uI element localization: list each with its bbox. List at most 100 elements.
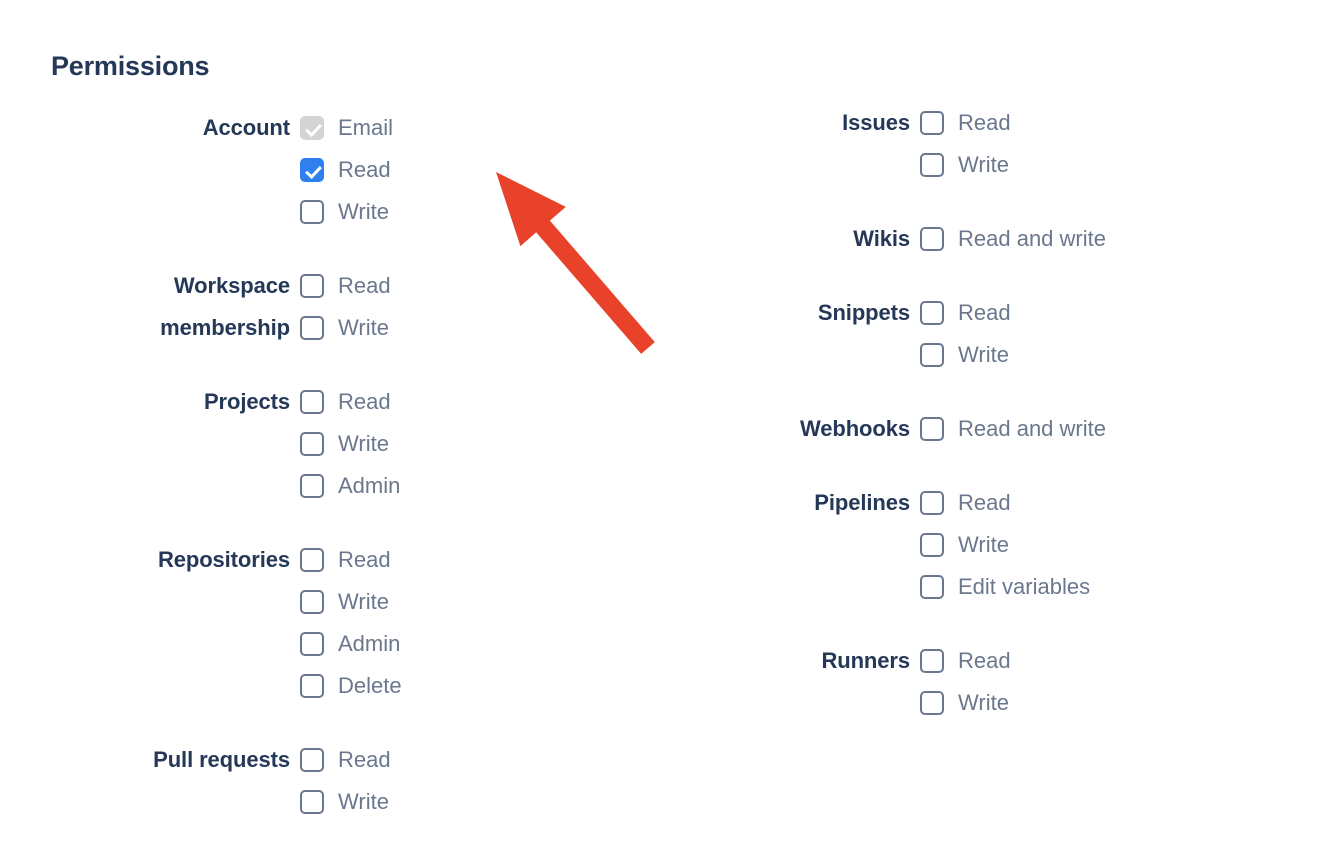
permission-option-label: Write xyxy=(338,789,389,814)
permission-option-row[interactable]: Write xyxy=(300,423,400,465)
permission-option-row[interactable]: Admin xyxy=(300,623,402,665)
checkbox-write-icon[interactable] xyxy=(920,533,944,557)
checkbox-admin-icon[interactable] xyxy=(300,474,324,498)
permission-option-row[interactable]: Write xyxy=(920,334,1011,376)
checkbox-write-icon[interactable] xyxy=(300,316,324,340)
permission-option-label: Write xyxy=(338,315,389,340)
permission-group-wikis: Wikis Read and write xyxy=(580,218,1106,260)
permission-option-row[interactable]: Read xyxy=(300,539,402,581)
permission-option-list: Read and write xyxy=(920,408,1106,450)
checkbox-read-icon[interactable] xyxy=(920,491,944,515)
checkbox-read-icon[interactable] xyxy=(300,548,324,572)
checkbox-write-icon[interactable] xyxy=(920,691,944,715)
permission-option-list: Read and write xyxy=(920,218,1106,260)
permission-option-row[interactable]: Admin xyxy=(300,465,400,507)
permission-option-row[interactable]: Write xyxy=(920,524,1090,566)
checkbox-write-icon[interactable] xyxy=(300,200,324,224)
permission-option-label: Edit variables xyxy=(958,574,1091,599)
checkbox-read-icon[interactable] xyxy=(300,748,324,772)
permission-option-row[interactable]: Read and write xyxy=(920,218,1106,260)
permission-group-label: Runners xyxy=(821,648,910,673)
permission-option-row[interactable]: Read and write xyxy=(920,408,1106,450)
permission-option-label: Write xyxy=(958,152,1009,177)
permission-option-row[interactable]: Edit variables xyxy=(920,566,1090,608)
permission-option-label: Admin xyxy=(338,473,401,498)
permission-option-row[interactable]: Delete xyxy=(300,665,402,707)
permission-group-label: Webhooks xyxy=(799,416,910,441)
checkbox-admin-icon[interactable] xyxy=(300,632,324,656)
permission-option-row[interactable]: Read xyxy=(920,292,1011,334)
permission-option-label: Read xyxy=(958,490,1011,515)
permission-option-label: Read and write xyxy=(958,416,1106,441)
permission-option-row[interactable]: Read xyxy=(300,381,400,423)
checkbox-read-and-write-icon[interactable] xyxy=(920,227,944,251)
permission-option-label: Write xyxy=(338,199,389,224)
permission-option-row[interactable]: Write xyxy=(300,581,402,623)
permission-option-label: Read xyxy=(338,273,391,298)
checkbox-read-icon[interactable] xyxy=(300,390,324,414)
permission-option-row[interactable]: Read xyxy=(300,149,393,191)
permission-option-row[interactable]: Email xyxy=(300,107,393,149)
checkbox-write-icon[interactable] xyxy=(920,153,944,177)
checkbox-read-icon[interactable] xyxy=(300,158,324,182)
page-title: Permissions xyxy=(51,51,210,81)
permission-option-label: Write xyxy=(958,342,1009,367)
permission-group-label: Issues xyxy=(842,110,910,135)
permission-option-label: Read xyxy=(958,300,1011,325)
permission-option-label: Read xyxy=(338,747,391,772)
checkbox-write-icon[interactable] xyxy=(300,590,324,614)
permission-option-label: Email xyxy=(338,115,394,140)
permission-group-label: Snippets xyxy=(817,300,910,325)
permission-option-row[interactable]: Read xyxy=(300,739,391,781)
permission-option-row[interactable]: Read xyxy=(920,640,1011,682)
permission-option-row[interactable]: Read xyxy=(300,265,391,307)
checkbox-delete-icon[interactable] xyxy=(300,674,324,698)
checkbox-write-icon[interactable] xyxy=(920,343,944,367)
permission-option-row[interactable]: Write xyxy=(300,781,391,823)
permission-option-row[interactable]: Read xyxy=(920,482,1090,524)
permission-group-label: Workspace membership xyxy=(160,273,290,340)
permission-option-row[interactable]: Read xyxy=(920,102,1011,144)
permission-group-label: Repositories xyxy=(157,547,290,572)
permission-option-label: Write xyxy=(958,532,1009,557)
permission-option-label: Read xyxy=(338,389,391,414)
checkbox-read-icon[interactable] xyxy=(920,111,944,135)
permission-option-label: Read xyxy=(958,648,1011,673)
checkbox-write-icon[interactable] xyxy=(300,432,324,456)
permission-option-row[interactable]: Write xyxy=(300,191,393,233)
permission-option-row[interactable]: Write xyxy=(920,682,1011,724)
checkbox-read-icon[interactable] xyxy=(920,649,944,673)
checkbox-write-icon[interactable] xyxy=(300,790,324,814)
permission-group-label: Pipelines xyxy=(814,490,910,515)
checkbox-edit-variables-icon[interactable] xyxy=(920,575,944,599)
checkbox-read-and-write-icon[interactable] xyxy=(920,417,944,441)
permission-option-label: Read xyxy=(338,157,391,182)
checkbox-read-icon[interactable] xyxy=(300,274,324,298)
permission-group-label: Wikis xyxy=(853,226,910,251)
checkbox-read-icon[interactable] xyxy=(920,301,944,325)
permission-group-label: Account xyxy=(202,115,290,140)
permission-group-label: Pull requests xyxy=(153,747,290,772)
permission-option-label: Admin xyxy=(338,631,401,656)
permission-option-label: Read and write xyxy=(958,226,1106,251)
permission-option-row[interactable]: Write xyxy=(920,144,1011,186)
permission-option-row[interactable]: Write xyxy=(300,307,391,349)
